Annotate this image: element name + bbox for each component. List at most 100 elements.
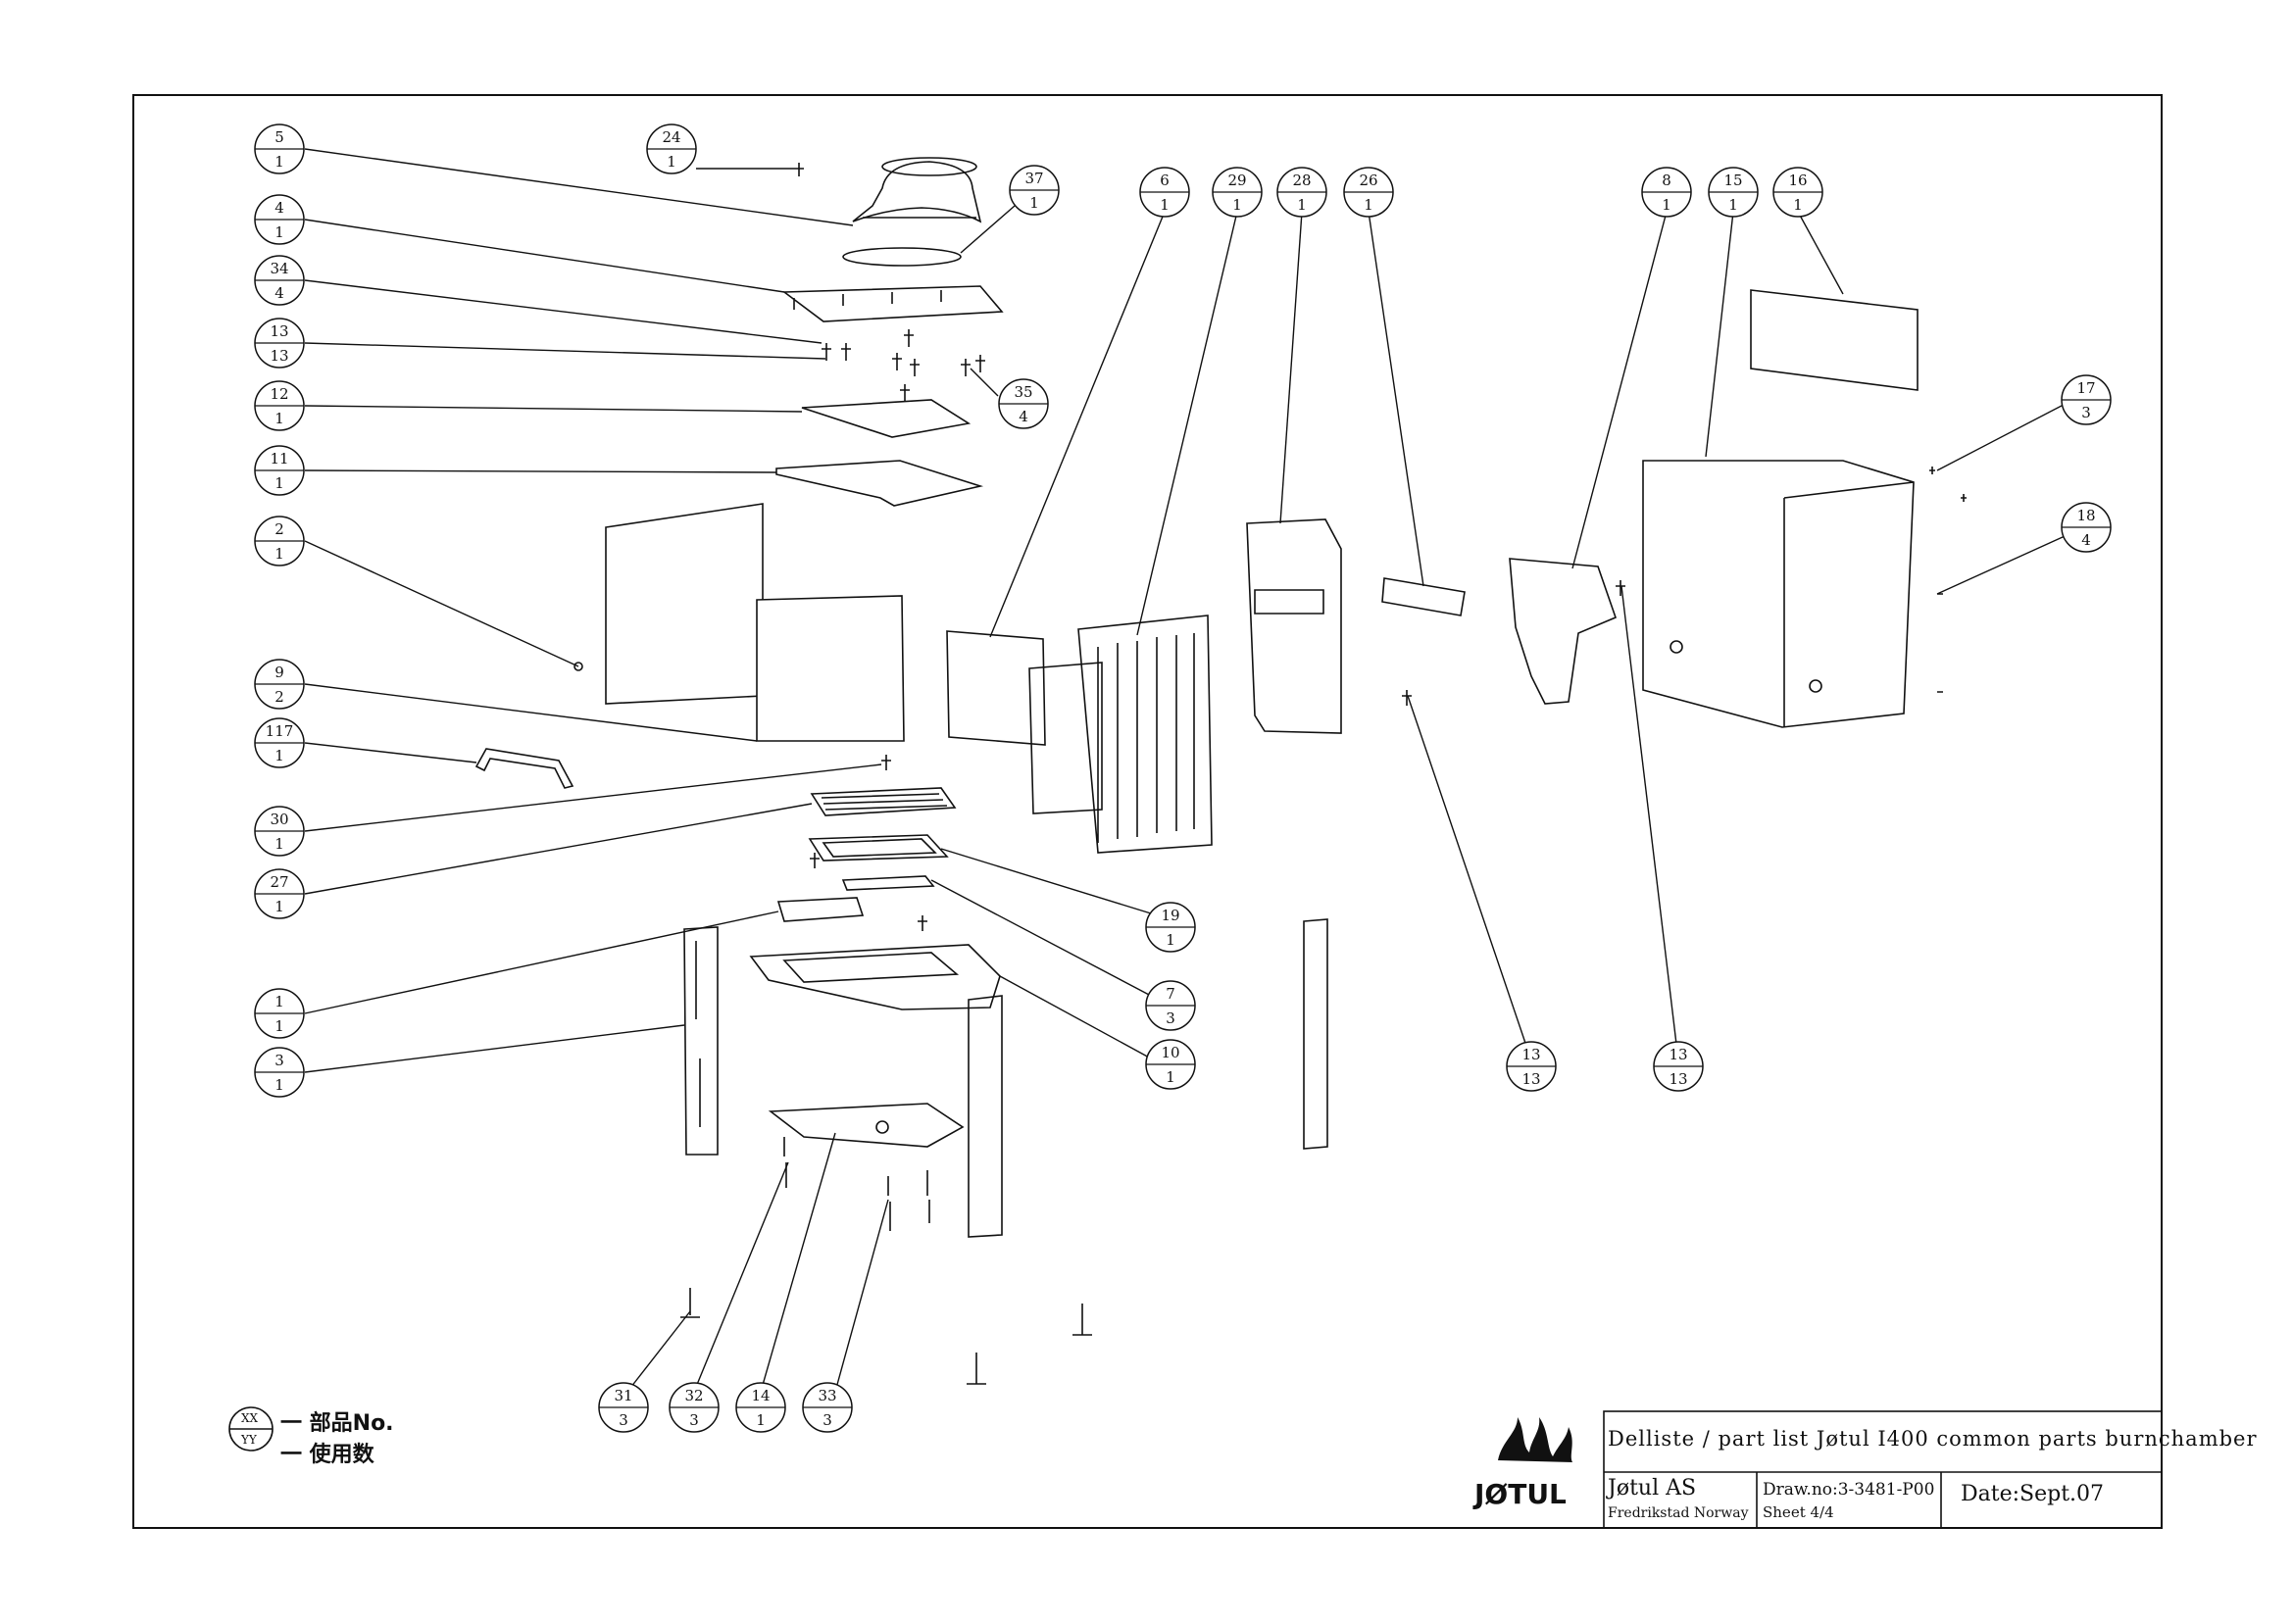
callout-quantity: 3 (822, 1411, 832, 1429)
screws-group (822, 329, 985, 402)
vent-bar-part (1381, 577, 1466, 616)
callout-bubble: 191 (1145, 902, 1196, 953)
parts-list-title: Delliste / part list Jøtul I400 common p… (1608, 1427, 2258, 1451)
callout-quantity: 1 (274, 410, 284, 427)
callout-quantity: 2 (274, 688, 284, 706)
callout-bubble: 11 (254, 988, 305, 1039)
callout-quantity: 1 (274, 747, 284, 764)
plate-10-part (946, 630, 1046, 746)
callout-quantity: 13 (1669, 1070, 1687, 1088)
callout-quantity: 1 (274, 153, 284, 171)
door-frame-part (1246, 518, 1342, 734)
callout-bubble: 344 (254, 255, 305, 306)
callout-quantity: 13 (1521, 1070, 1540, 1088)
legend-bottom-symbol: YY (241, 1433, 257, 1447)
glass-panel-part (756, 595, 905, 742)
callout-part-number: 5 (274, 128, 284, 146)
callout-bubble: 323 (669, 1382, 720, 1433)
callout-part-number: 37 (1024, 170, 1043, 187)
callout-bubble: 41 (254, 194, 305, 245)
legend-part-no-label: 一 部品No. (280, 1411, 394, 1436)
callout-bubble: 261 (1343, 167, 1394, 218)
callout-bubble: 31 (254, 1047, 305, 1098)
legend-top-symbol: XX (241, 1411, 259, 1425)
base-plate-part (768, 1103, 965, 1148)
callout-quantity: 1 (1662, 196, 1671, 214)
top-plate-part (781, 285, 1004, 322)
callout-part-number: 34 (270, 260, 288, 277)
callout-quantity: 1 (274, 1017, 284, 1035)
callout-part-number: 12 (270, 385, 288, 403)
callout-part-number: 4 (274, 199, 284, 217)
leader-lines (304, 148, 2085, 1393)
plate-12-part (801, 399, 972, 438)
callout-part-number: 29 (1227, 172, 1246, 189)
callout-part-number: 35 (1014, 383, 1032, 401)
callout-part-number: 13 (1669, 1046, 1687, 1063)
legend-quantity-label: 一 使用数 (280, 1443, 374, 1467)
callout-quantity: 4 (2081, 531, 2091, 549)
jotul-logo (1498, 1417, 1572, 1462)
callout-bubble: 301 (254, 806, 305, 857)
callout-bubble: 354 (998, 378, 1049, 429)
callout-bubble: 141 (735, 1382, 786, 1433)
callout-part-number: 32 (684, 1387, 703, 1404)
callout-quantity: 1 (1232, 196, 1242, 214)
rear-shield-part (1642, 460, 1915, 728)
callout-quantity: 1 (1166, 931, 1175, 949)
callout-bubble: 371 (1009, 165, 1060, 216)
baffle-part (775, 460, 984, 507)
leg-part (683, 918, 1328, 1238)
grate-part (810, 787, 957, 816)
callout-part-number: 24 (662, 128, 680, 146)
callout-part-number: 16 (1788, 172, 1807, 189)
callout-quantity: 3 (1166, 1009, 1175, 1027)
bracket-part (1509, 558, 1618, 705)
top-shield-part (1750, 289, 1919, 391)
callout-part-number: 14 (751, 1387, 770, 1404)
callout-part-number: 13 (1521, 1046, 1540, 1063)
bolts-part (783, 1137, 930, 1231)
callout-part-number: 17 (2076, 379, 2095, 397)
callout-bubble: 51 (254, 123, 305, 174)
callout-part-number: 7 (1166, 985, 1175, 1003)
callout-bubble: 21 (254, 516, 305, 566)
ash-frame-part (808, 834, 949, 861)
callouts-layer: 5124137141344131312135411121921171301271… (254, 123, 2112, 1433)
callout-quantity: 1 (1297, 196, 1307, 214)
callout-bubble: 121 (254, 380, 305, 431)
callout-part-number: 27 (270, 873, 288, 891)
callout-quantity: 1 (274, 898, 284, 915)
callout-part-number: 1 (274, 993, 284, 1010)
callout-part-number: 33 (818, 1387, 836, 1404)
callout-quantity: 1 (1166, 1068, 1175, 1086)
callout-quantity: 1 (1364, 196, 1373, 214)
callout-bubble: 313 (598, 1382, 649, 1433)
callout-quantity: 1 (667, 153, 676, 171)
callout-part-number: 10 (1161, 1044, 1179, 1061)
company-location: Fredrikstad Norway (1608, 1505, 1749, 1521)
callout-bubble: 173 (2061, 374, 2112, 425)
screw-part (810, 853, 927, 931)
callout-part-number: 8 (1662, 172, 1671, 189)
sheet-number: Sheet 4/4 (1763, 1503, 1834, 1521)
callout-part-number: 18 (2076, 507, 2095, 524)
callout-part-number: 117 (266, 722, 294, 740)
burn-chamber-part (1077, 615, 1213, 854)
callout-quantity: 3 (2081, 404, 2091, 421)
callout-quantity: 1 (1160, 196, 1170, 214)
callout-quantity: 3 (689, 1411, 699, 1429)
plate-19-part (776, 897, 865, 922)
title-block (1603, 1410, 2163, 1529)
callout-quantity: 1 (274, 223, 284, 241)
callout-quantity: 13 (270, 347, 288, 365)
callout-quantity: 4 (274, 284, 284, 302)
callout-part-number: 30 (270, 811, 288, 828)
bottom-frame-part (749, 944, 1001, 1010)
callout-quantity: 1 (756, 1411, 766, 1429)
callout-quantity: 1 (274, 1076, 284, 1094)
